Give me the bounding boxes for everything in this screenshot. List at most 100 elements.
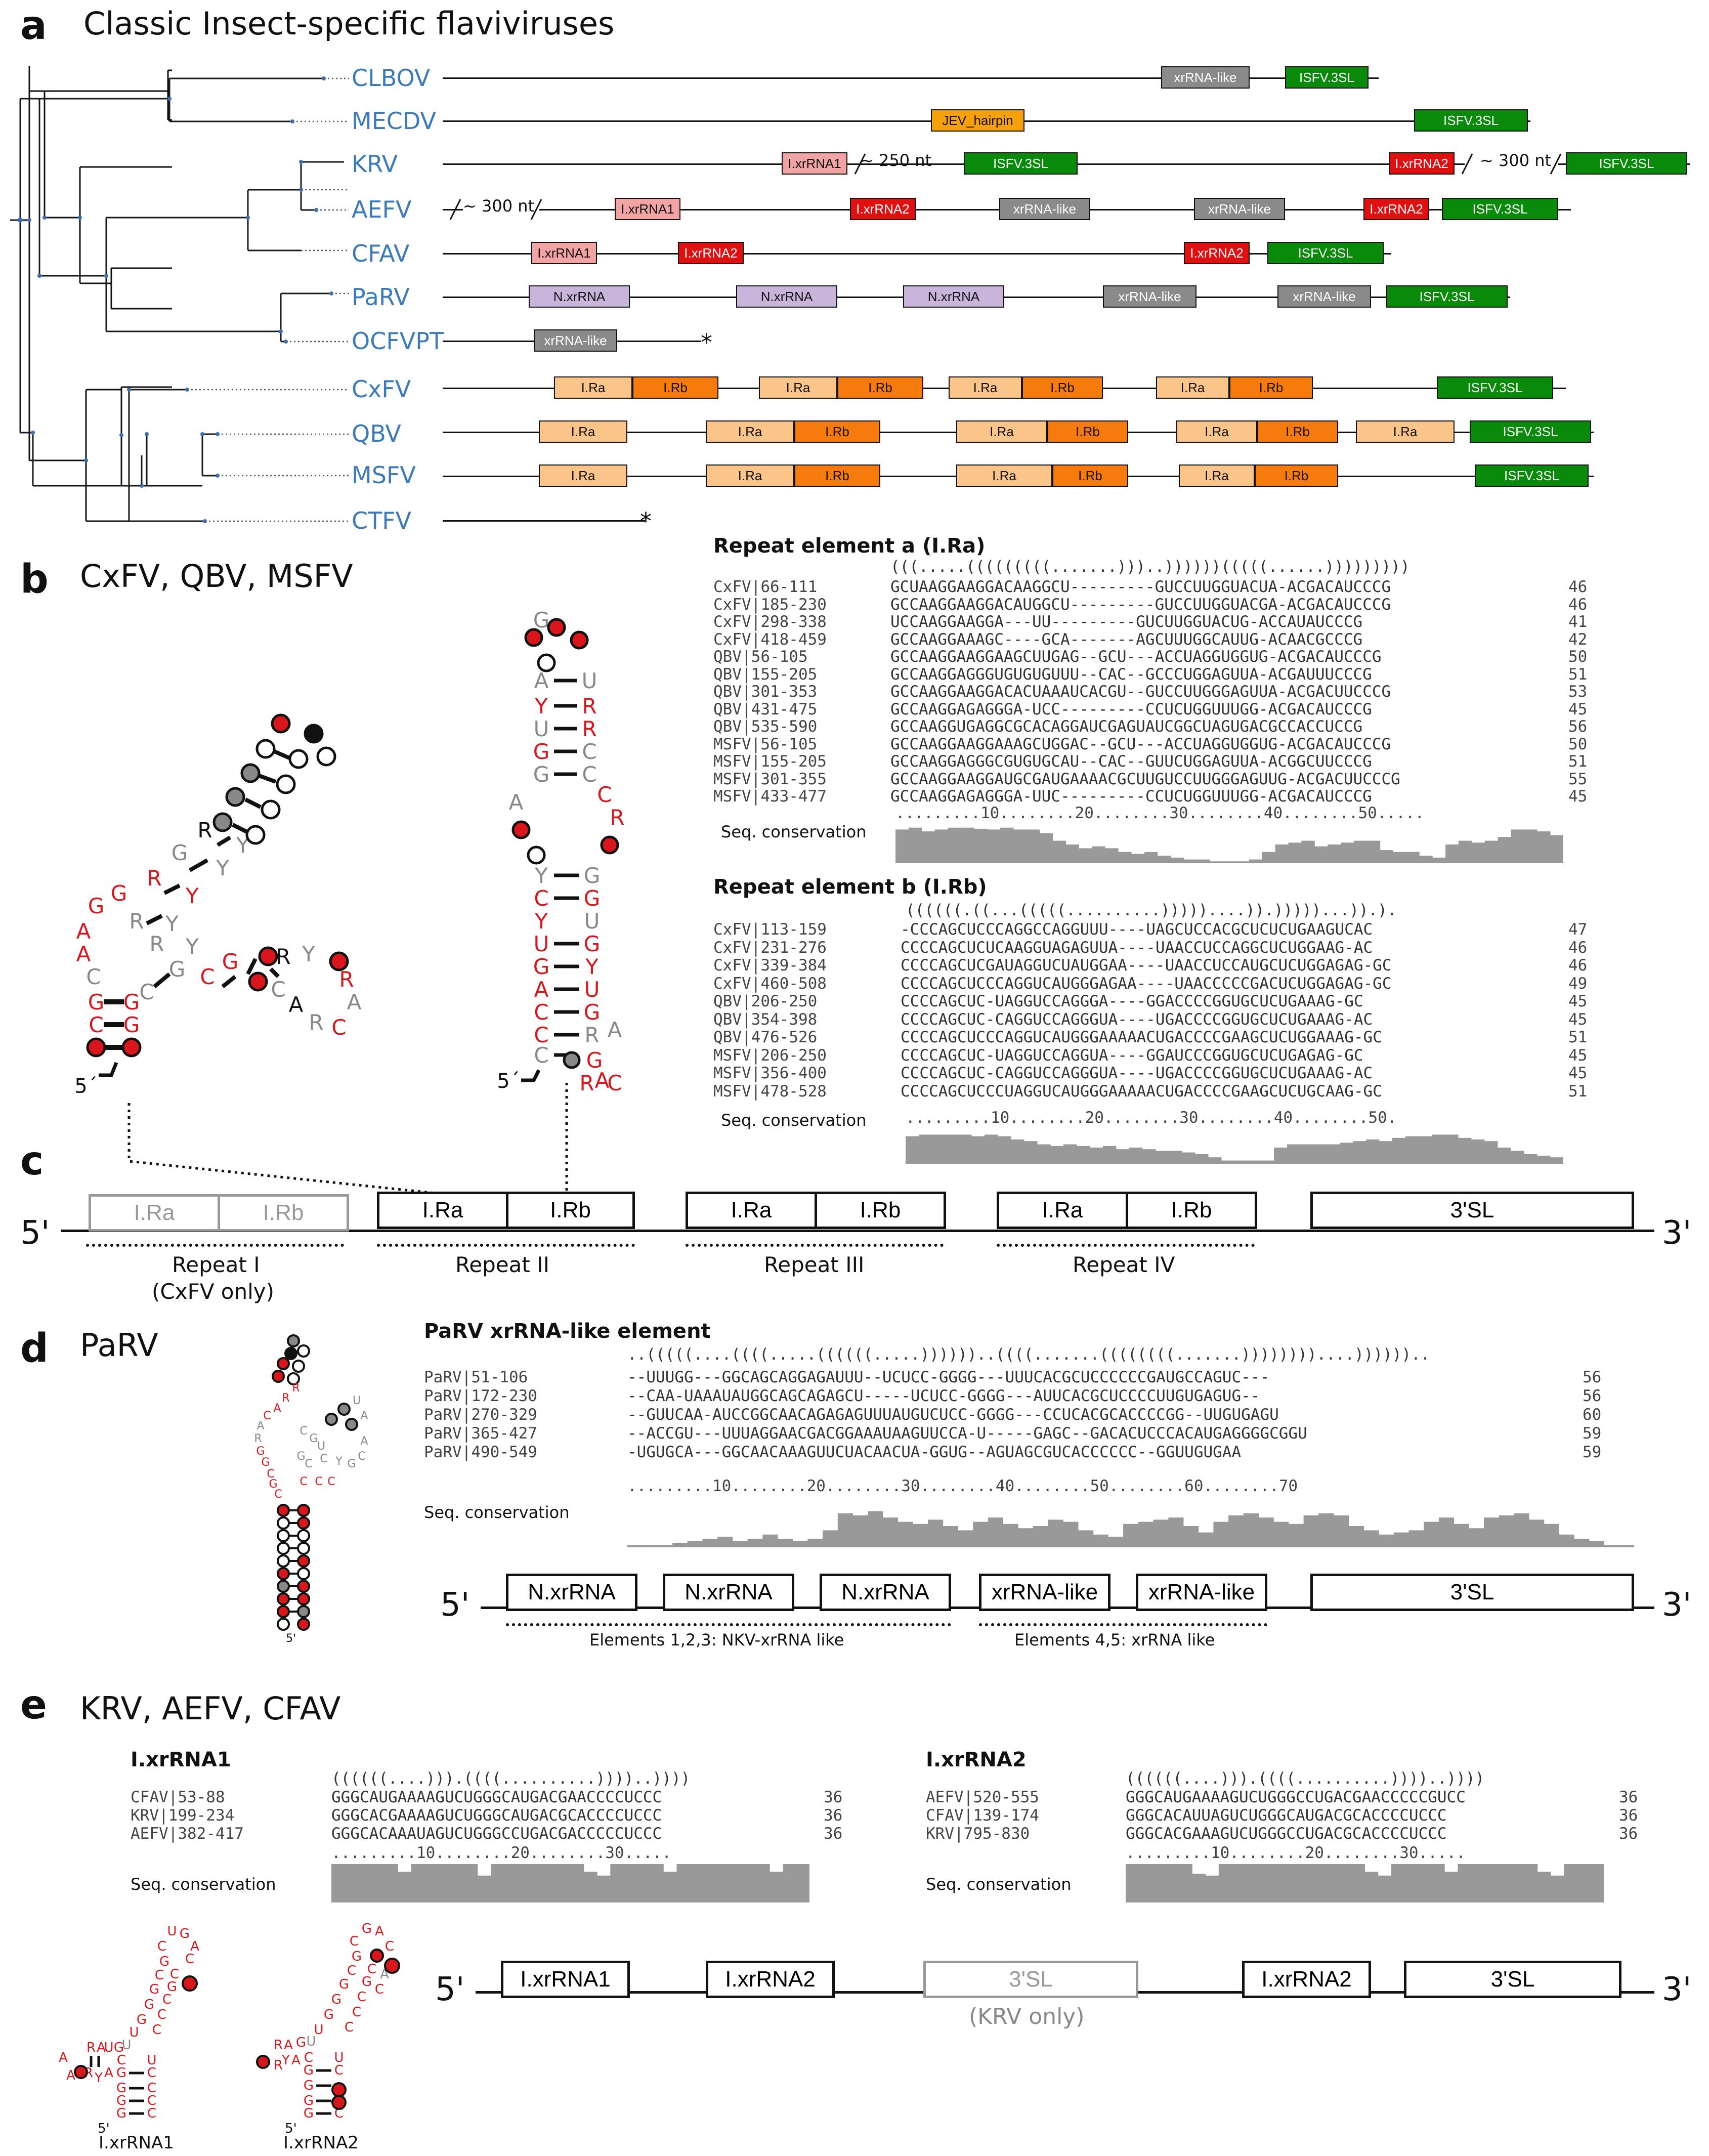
conservation-bar — [1484, 1864, 1498, 1903]
sequence-length: 60 — [1583, 1406, 1602, 1424]
sequence-name: AEFV|520-555 — [926, 1788, 1039, 1806]
i-xrrna2-box: I.xrRNA2 — [706, 1961, 835, 1998]
conservation-bar — [1063, 1144, 1077, 1164]
svg-text:G: G — [261, 1456, 270, 1469]
conservation-bar — [1444, 1872, 1458, 1903]
sequence-text: GCCAAGGAAAGC----GCA-------AGCUUUGGCAUUG-… — [890, 630, 1363, 649]
svg-text:A: A — [76, 919, 91, 944]
svg-text:G: G — [362, 1921, 372, 1936]
conservation-bar — [1314, 846, 1328, 863]
conservation-bar — [1454, 1524, 1469, 1547]
svg-text:G: G — [584, 863, 601, 888]
conservation-bar — [1024, 1141, 1038, 1164]
panel-e-title: KRV, AEFV, CFAV — [80, 1690, 341, 1727]
sequence-text: GCCAAGGAAGGACAUGGCU---------GUCCUUGGUACG… — [890, 595, 1391, 614]
conservation-bar — [1105, 848, 1119, 863]
conservation-bar — [1168, 1517, 1184, 1547]
conservation-bar — [570, 1864, 584, 1903]
conservation-bar — [1338, 1864, 1352, 1903]
conservation-bar — [1195, 1154, 1209, 1164]
conservation-bar — [913, 1524, 928, 1547]
sequence-length: 47 — [1568, 920, 1588, 939]
conservation-bar — [961, 827, 974, 863]
conservation-bar — [1258, 1517, 1274, 1547]
conservation-bar — [1471, 842, 1485, 863]
conservation-bar — [1438, 1517, 1455, 1547]
conservation-bar — [650, 1864, 664, 1903]
conservation-bar — [1311, 1864, 1326, 1903]
element-isfv-3sl: ISFV.3SL — [1437, 376, 1553, 399]
conservation-bar — [1301, 840, 1315, 863]
conservation-bar — [1550, 835, 1563, 863]
conservation-bar — [1471, 1864, 1485, 1903]
svg-text:G: G — [149, 1982, 159, 1997]
taxon-cxfv: CxFV — [352, 375, 411, 403]
parv-alignment-title: PaRV xrRNA-like element — [424, 1320, 711, 1343]
sequence-name: PaRV|51-106 — [424, 1368, 528, 1386]
conservation-bar — [1379, 1534, 1394, 1547]
taxon-cfav: CFAV — [352, 240, 410, 267]
svg-text:C: C — [170, 1967, 179, 1982]
svg-text:G: G — [123, 990, 140, 1014]
element-i-xrrna2: I.xrRNA2 — [1363, 198, 1429, 220]
element-i-xrrna2: I.xrRNA2 — [850, 198, 916, 220]
svg-text:G: G — [144, 1997, 154, 2012]
break-mark — [1550, 153, 1562, 175]
break-mark — [449, 199, 461, 220]
conservation-bar — [663, 1872, 677, 1903]
conservation-bar — [1298, 1864, 1312, 1903]
svg-text:C: C — [117, 2053, 126, 2068]
svg-text:U: U — [353, 1394, 361, 1407]
conservation-bar — [1093, 1534, 1108, 1547]
repeat-ii-label: Repeat II — [455, 1252, 549, 1277]
conservation-bar — [1018, 1528, 1034, 1547]
panel-d-title: PaRV — [80, 1327, 158, 1364]
svg-text:G: G — [324, 2007, 334, 2022]
conservation-bar — [1303, 1515, 1319, 1547]
svg-text:U: U — [314, 2022, 323, 2038]
sequence-length: 36 — [1619, 1825, 1638, 1843]
svg-text:C: C — [334, 2106, 344, 2121]
conservation-bar — [1550, 1157, 1563, 1164]
element-xrrna-like: xrRNA-like — [999, 198, 1090, 220]
sequence-length: 51 — [1568, 752, 1588, 771]
svg-text:U: U — [129, 2025, 139, 2040]
svg-text:R: R — [276, 944, 290, 969]
conservation-bar — [1235, 861, 1250, 863]
conservation-bar — [1228, 1515, 1244, 1547]
sequence-name: MSFV|301-355 — [713, 770, 827, 788]
repeat-i-rb: I.Rb — [1126, 1192, 1257, 1229]
element-i-ra: I.Ra — [539, 464, 627, 487]
svg-text:G: G — [584, 886, 601, 911]
element-i-xrrna2: I.xrRNA2 — [1389, 152, 1455, 175]
break-mark — [1461, 153, 1473, 175]
alignment-a-conservation — [895, 827, 1563, 863]
conservation-bar — [1153, 1519, 1169, 1547]
i-xrrna2-box: I.xrRNA2 — [1242, 1961, 1371, 1998]
conservation-bar — [1604, 1545, 1619, 1547]
sequence-name: PaRV|490-549 — [424, 1443, 537, 1461]
sequence-name: QBV|155-205 — [713, 665, 818, 684]
svg-text:G: G — [116, 2065, 126, 2081]
taxon-msfv: MSFV — [352, 461, 416, 489]
element-i-ra: I.Ra — [949, 376, 1022, 399]
sequence-text: CCCCAGCUC-CAGGUCCAGGGUA----UGACCCCGGUGCU… — [901, 1064, 1373, 1082]
three-prime-sl: 3'SL — [1404, 1961, 1621, 1998]
alignment-a-title: Repeat element a (I.Ra) — [713, 534, 986, 558]
sequence-length: 51 — [1568, 1082, 1588, 1101]
sequence-text: GCCAAGGAGAGGGA-UUC---------CCUCUGGUUUGG-… — [890, 787, 1372, 806]
conservation-bar — [743, 1864, 757, 1903]
svg-text:A: A — [190, 1939, 199, 1954]
sequence-length: 46 — [1568, 595, 1588, 614]
sequence-text: -UGUGCA---GGCAACAAAGUUCUACAACUA-GGUG--AG… — [627, 1443, 1242, 1461]
alignment-b-title: Repeat element b (I.Rb) — [713, 875, 987, 899]
element-i-ra: I.Ra — [1156, 376, 1229, 399]
conservation-bar — [1048, 1519, 1063, 1547]
svg-text:G: G — [180, 1926, 190, 1941]
element-xrrna-like: xrRNA-like — [1161, 66, 1250, 89]
conservation-bar — [1511, 1864, 1525, 1903]
conservation-bar — [1574, 1539, 1590, 1547]
conservation-bar — [517, 1864, 531, 1903]
